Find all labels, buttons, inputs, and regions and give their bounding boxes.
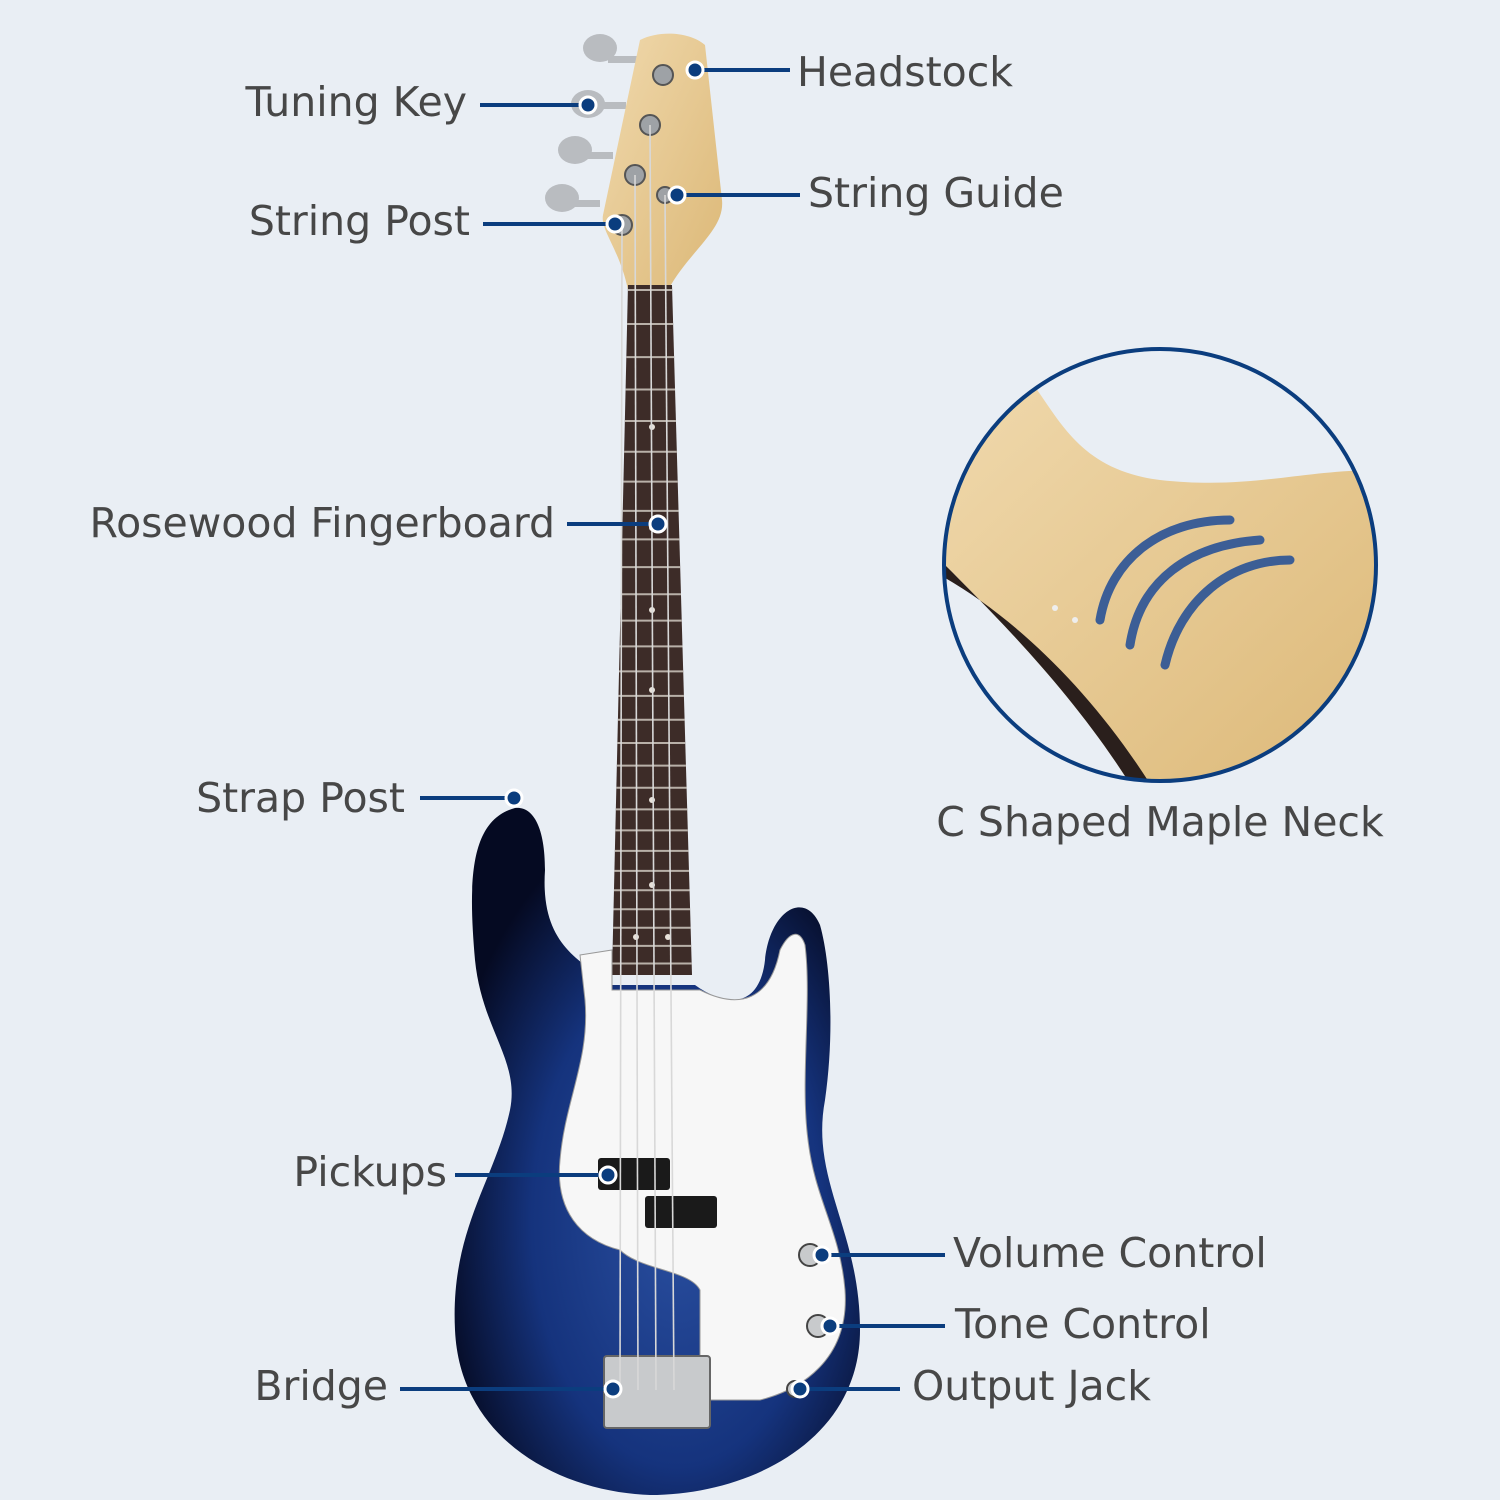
label-strap-post: Strap Post bbox=[196, 774, 405, 822]
headstock-dot bbox=[685, 60, 705, 80]
label-bridge: Bridge bbox=[254, 1362, 388, 1410]
string-post-dot bbox=[605, 214, 625, 234]
label-tuning-key: Tuning Key bbox=[245, 78, 467, 126]
tuning-key-dot bbox=[578, 95, 598, 115]
label-string-post: String Post bbox=[248, 197, 470, 245]
bridge-dot bbox=[603, 1379, 623, 1399]
fingerboard-dot bbox=[648, 514, 668, 534]
pickup-2 bbox=[645, 1196, 717, 1228]
label-volume-control: Volume Control bbox=[953, 1229, 1267, 1277]
volume-dot bbox=[812, 1245, 832, 1265]
label-fingerboard: Rosewood Fingerboard bbox=[89, 499, 555, 547]
strap-post-dot bbox=[504, 788, 524, 808]
output-jack-dot bbox=[790, 1379, 810, 1399]
pickup-1 bbox=[598, 1158, 670, 1190]
label-output-jack: Output Jack bbox=[912, 1362, 1151, 1410]
label-neck-detail: C Shaped Maple Neck bbox=[936, 798, 1384, 846]
callouts bbox=[400, 68, 945, 1391]
string-guide-dot bbox=[667, 185, 687, 205]
label-string-guide: String Guide bbox=[808, 169, 1064, 217]
pickups-dot bbox=[598, 1165, 618, 1185]
pickguard bbox=[558, 933, 846, 1401]
label-pickups: Pickups bbox=[293, 1148, 447, 1196]
tone-dot bbox=[820, 1316, 840, 1336]
label-tone-control: Tone Control bbox=[955, 1300, 1211, 1348]
neck-detail-inset bbox=[944, 349, 1376, 781]
label-headstock: Headstock bbox=[797, 48, 1014, 96]
